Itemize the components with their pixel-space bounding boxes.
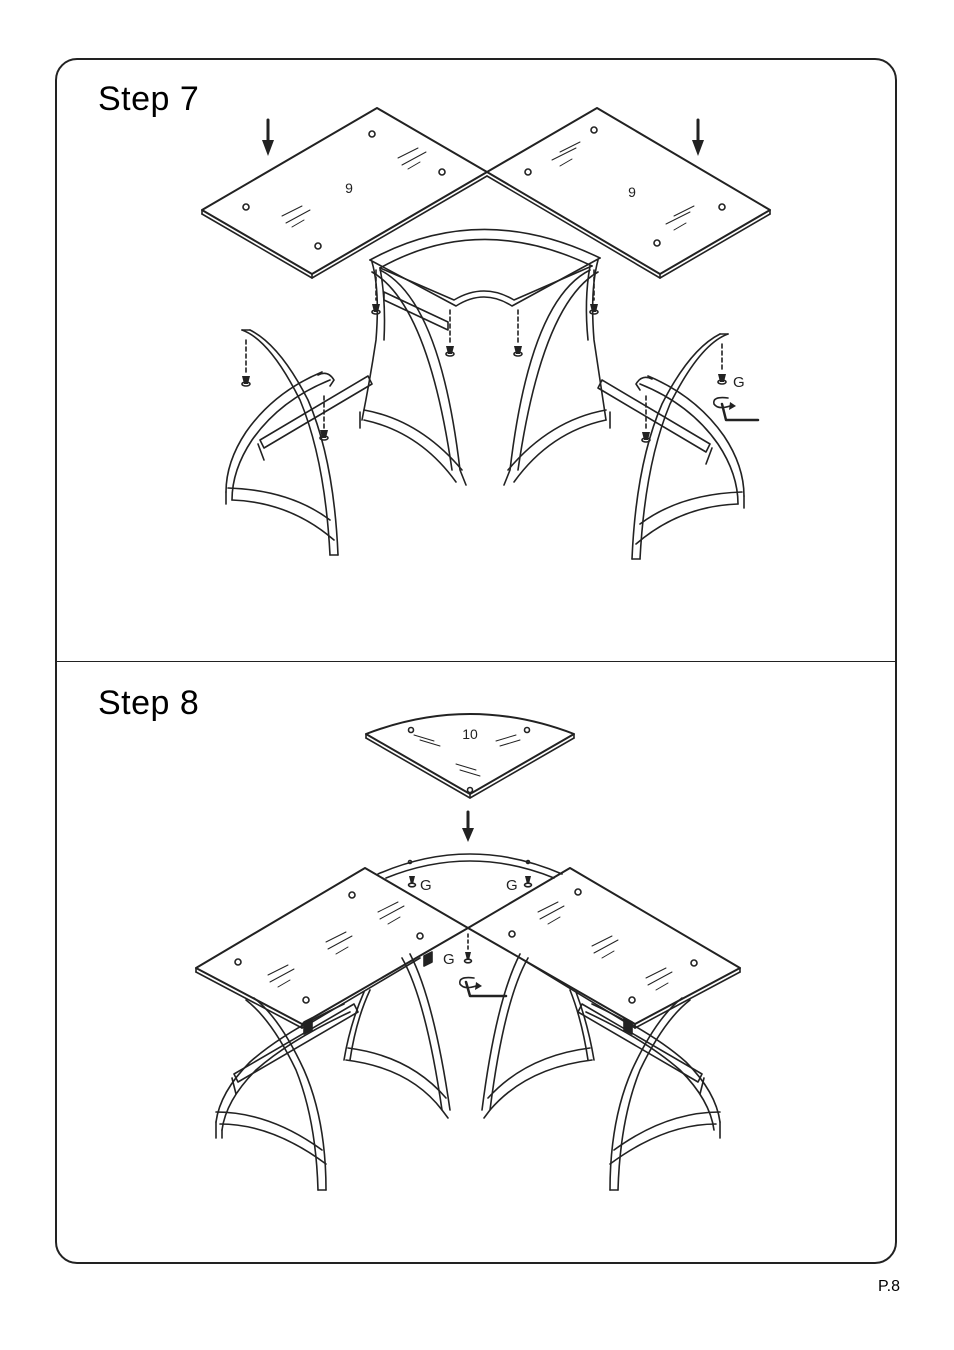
down-arrow-icon <box>462 812 474 842</box>
panel-label-10: 10 <box>462 726 478 742</box>
hardware-label-g: G <box>506 877 518 894</box>
panel-label-9-right: 9 <box>628 184 636 200</box>
screw-icon <box>525 876 532 887</box>
corner-frame <box>360 229 610 485</box>
allen-key-icon <box>466 982 506 996</box>
screw-icon <box>465 934 472 963</box>
panel-label-9-left: 9 <box>345 180 353 196</box>
screw-icon <box>320 396 328 440</box>
corner-frame-rear <box>378 854 562 878</box>
screw-icon <box>514 310 522 356</box>
left-side-frame-assembled <box>216 998 358 1190</box>
down-arrow-icon <box>262 120 274 156</box>
hardware-label-g: G <box>420 877 432 894</box>
screw-icon <box>718 344 726 384</box>
step-7-drawing: 9 9 <box>202 108 770 559</box>
hardware-label-g: G <box>733 374 745 391</box>
left-side-frame <box>226 330 372 555</box>
down-arrow-icon <box>692 120 704 156</box>
hardware-label-g: G <box>443 951 455 968</box>
rotate-arrow-icon <box>714 398 736 410</box>
step-8-drawing: 10 <box>196 714 740 1190</box>
screw-icon <box>242 340 250 386</box>
rotate-arrow-icon <box>460 978 482 990</box>
right-side-frame-assembled <box>578 998 720 1190</box>
screw-icon <box>409 876 416 887</box>
screw-icon <box>446 310 454 356</box>
